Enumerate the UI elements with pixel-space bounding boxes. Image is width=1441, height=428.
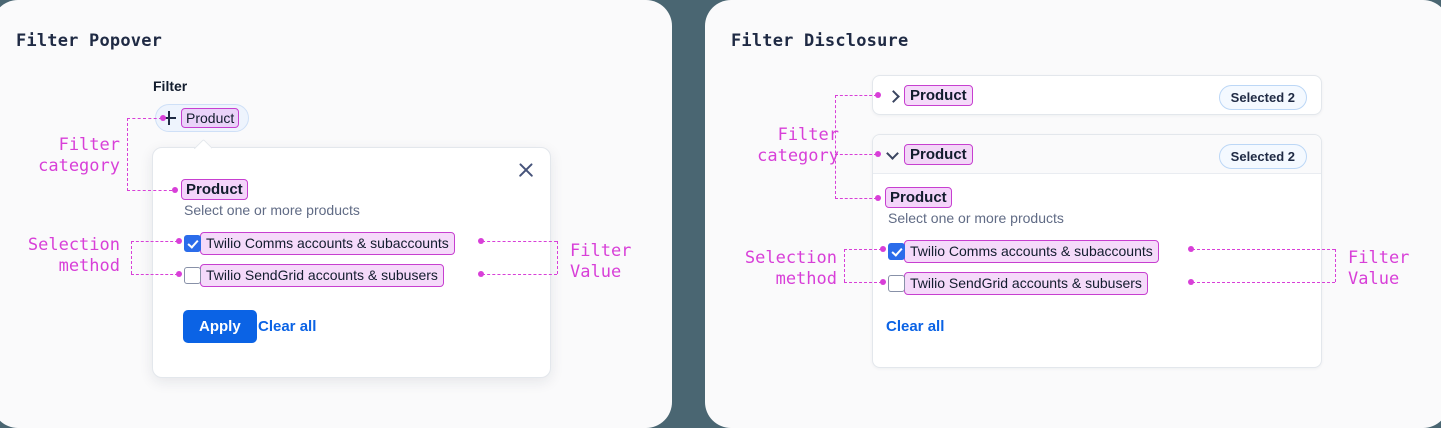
annotation-filter-category-right: Filter category	[757, 125, 839, 166]
annotation-filter-value-left: Filter Value	[570, 241, 632, 282]
checkbox-row-comms-disclosure[interactable]: Twilio Comms accounts & subaccounts	[888, 240, 1159, 263]
anno-arm-value-right-bottom	[1192, 282, 1335, 283]
checkbox-comms-disclosure[interactable]	[888, 243, 905, 260]
disclosure-group-title: Product	[885, 187, 952, 208]
anno-arm-selection-bottom	[131, 274, 178, 275]
panel-filter-disclosure: Filter Disclosure Product Selected 2 Pro…	[705, 0, 1441, 428]
anno-arm-selection-top	[131, 241, 178, 242]
disclosure-card-expanded: Product Selected 2	[872, 134, 1322, 368]
filter-chip-label: Product	[180, 108, 240, 128]
anno-dot-category-right-1	[875, 92, 881, 98]
anno-bracket-category-right	[835, 95, 836, 199]
anno-bracket-value-left	[557, 241, 558, 274]
anno-dot-category-top	[160, 115, 166, 121]
panel-filter-popover: Filter Popover Filter Product Product Se…	[0, 0, 672, 428]
anno-arm-selection-right-bottom	[844, 282, 882, 283]
chevron-down-icon	[887, 149, 899, 161]
disclosure-title-collapsed: Product	[904, 85, 973, 106]
anno-dot-category-bottom	[172, 187, 178, 193]
checkbox-row-sendgrid[interactable]: Twilio SendGrid accounts & subusers	[184, 264, 444, 287]
anno-dot-value-right-bottom	[1188, 279, 1194, 285]
popover-arrow	[194, 138, 212, 149]
anno-arm-value-right-top	[1192, 249, 1335, 250]
filter-label: Filter	[153, 78, 188, 94]
anno-dot-value-bottom	[478, 271, 484, 277]
disclosure-group-help: Select one or more products	[888, 210, 1064, 226]
anno-dot-selection-right-top	[880, 246, 886, 252]
anno-dot-value-top	[478, 238, 484, 244]
annotation-filter-value-right: Filter Value	[1348, 248, 1410, 289]
clear-all-link[interactable]: Clear all	[258, 318, 317, 335]
anno-arm-category-right-2	[835, 154, 877, 155]
disclosure-header-collapsed[interactable]: Product	[887, 85, 973, 106]
anno-arm-value-bottom	[482, 274, 557, 275]
anno-dot-value-right-top	[1188, 246, 1194, 252]
checkbox-sendgrid[interactable]	[184, 267, 201, 284]
anno-bracket-value-right	[1335, 249, 1336, 282]
close-icon[interactable]	[516, 160, 536, 180]
filter-chip-product[interactable]: Product	[155, 104, 250, 132]
disclosure-header-expanded[interactable]: Product	[887, 144, 973, 165]
popover-group-title: Product	[181, 179, 248, 200]
checkbox-row-comms[interactable]: Twilio Comms accounts & subaccounts	[184, 232, 455, 255]
checkbox-label-comms-disclosure: Twilio Comms accounts & subaccounts	[904, 240, 1159, 263]
anno-arm-value-top	[482, 241, 557, 242]
plus-icon	[162, 111, 176, 125]
anno-dot-category-right-2	[875, 151, 881, 157]
checkbox-label-sendgrid-disclosure: Twilio SendGrid accounts & subusers	[904, 272, 1148, 295]
anno-dot-selection-right-bottom	[880, 279, 886, 285]
status-badge-expanded: Selected 2	[1218, 144, 1307, 169]
anno-dot-selection-top	[176, 238, 182, 244]
anno-dot-selection-bottom	[176, 271, 182, 277]
checkbox-row-sendgrid-disclosure[interactable]: Twilio SendGrid accounts & subusers	[888, 272, 1148, 295]
anno-arm-category-top	[127, 118, 162, 119]
checkbox-label-comms: Twilio Comms accounts & subaccounts	[200, 232, 455, 255]
annotation-filter-category-left: Filter category	[38, 135, 120, 176]
anno-dot-category-right-3	[875, 195, 881, 201]
annotation-selection-method-right: Selection method	[744, 248, 837, 289]
status-badge-collapsed: Selected 2	[1218, 85, 1307, 110]
popover-group-help: Select one or more products	[184, 202, 360, 218]
anno-arm-category-right-1	[835, 95, 877, 96]
checkbox-label-sendgrid: Twilio SendGrid accounts & subusers	[200, 264, 444, 287]
chevron-right-icon	[887, 90, 899, 102]
disclosure-card-collapsed[interactable]: Product Selected 2	[872, 75, 1322, 115]
anno-bracket-selection-right	[844, 249, 845, 282]
anno-arm-category-bottom	[127, 190, 172, 191]
anno-bracket-category-left	[127, 118, 128, 191]
checkbox-comms[interactable]	[184, 235, 201, 252]
apply-button[interactable]: Apply	[183, 310, 257, 343]
disclosure-title-expanded: Product	[904, 144, 973, 165]
disclosure-divider	[873, 173, 1321, 174]
anno-arm-selection-right-top	[844, 249, 882, 250]
anno-bracket-selection-left	[131, 241, 132, 274]
page-title-left: Filter Popover	[16, 31, 163, 51]
annotation-selection-method-left: Selection method	[27, 235, 120, 276]
clear-all-link-disclosure[interactable]: Clear all	[886, 318, 945, 335]
page-title-right: Filter Disclosure	[731, 31, 909, 51]
anno-arm-category-right-3	[835, 198, 877, 199]
checkbox-sendgrid-disclosure[interactable]	[888, 275, 905, 292]
